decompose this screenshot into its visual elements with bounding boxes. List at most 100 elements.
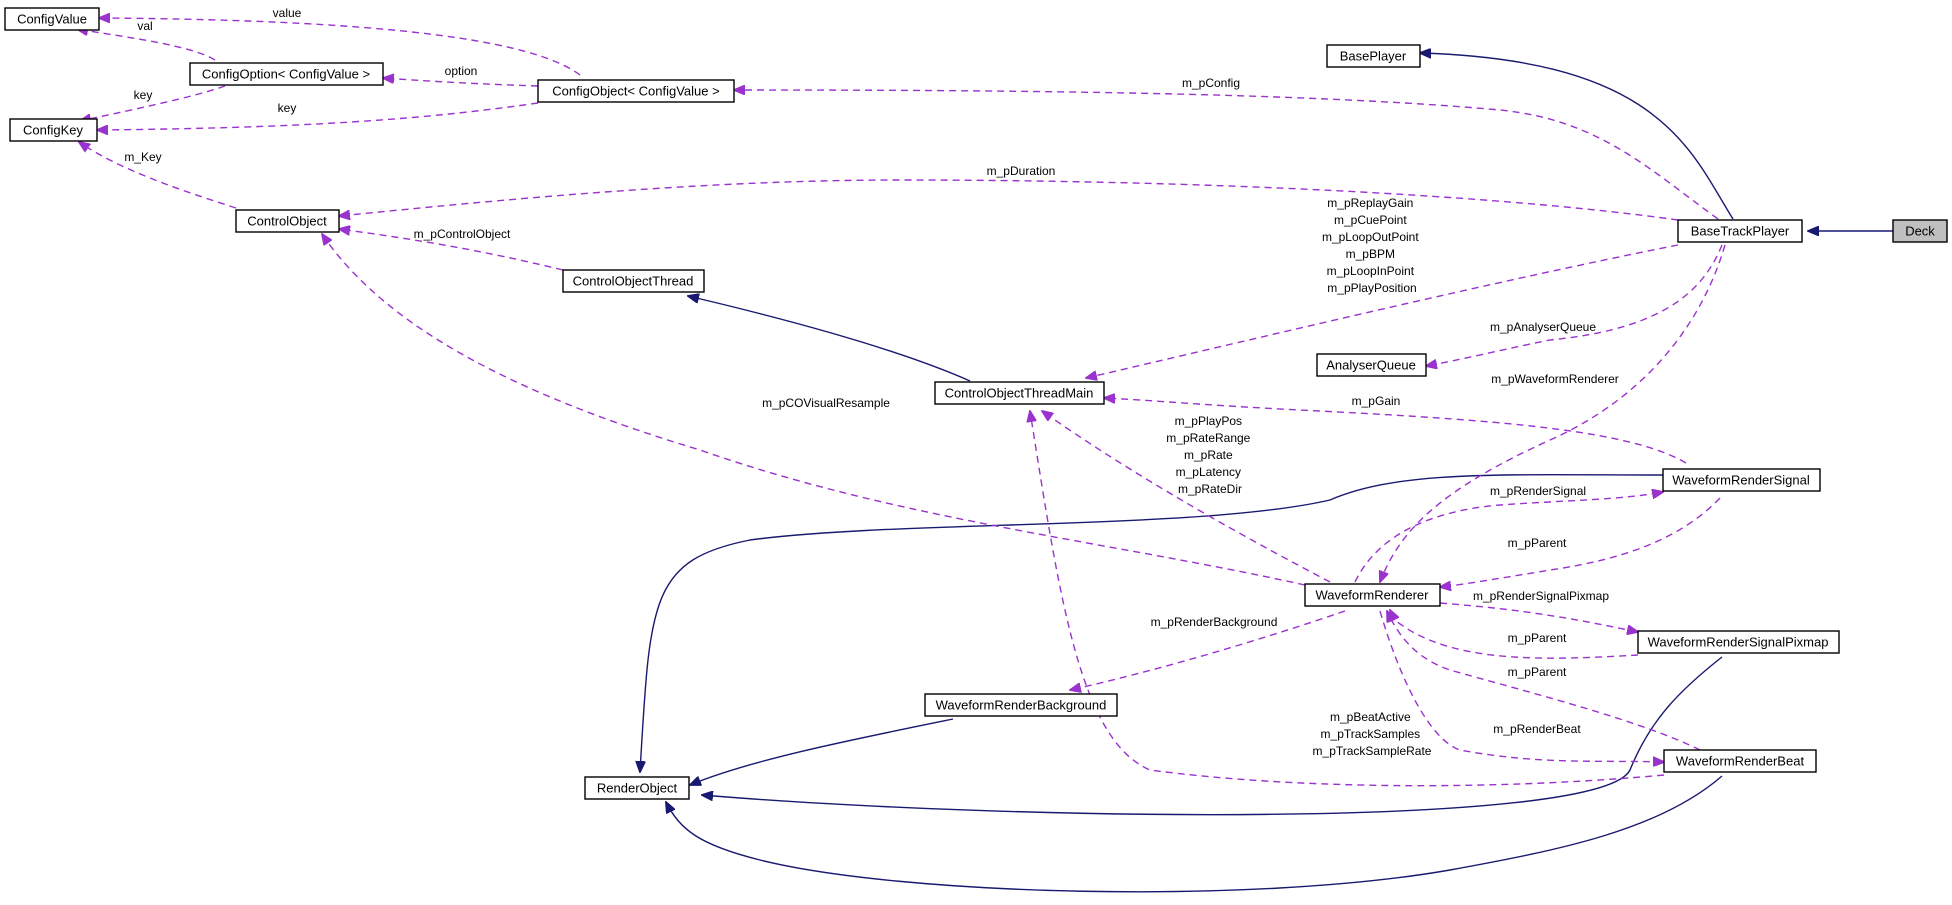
label-m-pplaypos: m_pPlayPos [1175, 414, 1242, 428]
edge-renderer-controls-cotm [1042, 411, 1331, 583]
edge-renderer-m-prendersignal [1354, 492, 1663, 583]
node-waveformrenderer-label: WaveformRenderer [1316, 588, 1430, 603]
node-configobject[interactable]: ConfigObject< ConfigValue > [537, 79, 735, 103]
node-deck-label: Deck [1905, 224, 1935, 239]
node-waveformrendersignal[interactable]: WaveformRenderSignal [1662, 468, 1821, 492]
edge-pixmap-m-pparent [1390, 610, 1639, 659]
node-renderobject-label: RenderObject [597, 781, 678, 796]
node-baseplayer-label: BasePlayer [1340, 49, 1407, 64]
edge-basetrackplayer-m-panalyserqueue [1426, 244, 1723, 366]
node-configobject-label: ConfigObject< ConfigValue > [552, 84, 719, 99]
node-waveformrenderbeat-label: WaveformRenderBeat [1676, 754, 1805, 769]
label-m-panalyserqueue: m_pAnalyserQueue [1490, 320, 1596, 334]
node-waveformrendersignalpixmap[interactable]: WaveformRenderSignalPixmap [1637, 630, 1840, 654]
edge-beat-controls-cotm [1030, 411, 1665, 787]
label-key-option: key [134, 88, 153, 102]
edge-controlobject-m-key [79, 142, 237, 209]
edge-renderer-m-pcovisualresample [322, 234, 1306, 586]
edge-basetrackplayer-controls-cotm [1086, 244, 1679, 378]
label-m-pcuepoint: m_pCuePoint [1334, 213, 1407, 227]
node-analyserqueue[interactable]: AnalyserQueue [1316, 353, 1427, 377]
node-renderobject[interactable]: RenderObject [584, 776, 690, 800]
node-waveformrendersignal-label: WaveformRenderSignal [1672, 473, 1810, 488]
label-m-pparent-signal: m_pParent [1508, 536, 1567, 550]
label-m-pparent-pixmap: m_pParent [1508, 631, 1567, 645]
node-controlobjectthreadmain[interactable]: ControlObjectThreadMain [934, 381, 1105, 405]
edge-configobject-key [97, 102, 539, 130]
label-option: option [445, 64, 478, 78]
label-m-ptracksamplerate: m_pTrackSampleRate [1313, 744, 1432, 758]
label-m-prate: m_pRate [1184, 448, 1233, 462]
node-waveformrenderbackground[interactable]: WaveformRenderBackground [924, 693, 1118, 717]
node-configvalue[interactable]: ConfigValue [4, 7, 100, 31]
label-m-pgain: m_pGain [1352, 394, 1401, 408]
node-configvalue-label: ConfigValue [17, 12, 87, 27]
edge-configoption-val [77, 29, 216, 61]
label-m-pcontrolobject: m_pControlObject [414, 227, 511, 241]
node-baseplayer[interactable]: BasePlayer [1326, 44, 1421, 68]
edge-basetrackplayer-m-pwaveformrenderer [1380, 244, 1726, 582]
node-controlobjectthread[interactable]: ControlObjectThread [562, 269, 705, 293]
label-beat-to-cotm: m_pBeatActive m_pTrackSamples m_pTrackSa… [1313, 710, 1432, 758]
node-controlobjectthreadmain-label: ControlObjectThreadMain [945, 386, 1094, 401]
node-waveformrendersignalpixmap-label: WaveformRenderSignalPixmap [1648, 635, 1829, 650]
edge-beat-inherits-renderobject [666, 775, 1723, 893]
node-configoption-label: ConfigOption< ConfigValue > [202, 67, 370, 82]
label-key-object: key [278, 101, 297, 115]
edge-renderer-m-prenderbeat [1379, 610, 1664, 762]
node-waveformrenderbackground-label: WaveformRenderBackground [936, 698, 1107, 713]
edge-configobject-option [383, 78, 539, 87]
label-basetrack-to-cotm: m_pReplayGain m_pCuePoint m_pLoopOutPoin… [1322, 196, 1422, 295]
label-m-pplayposition: m_pPlayPosition [1327, 281, 1416, 295]
edge-background-inherits-renderobject [690, 718, 954, 785]
label-m-ptracksamples: m_pTrackSamples [1321, 727, 1421, 741]
node-controlobject-label: ControlObject [247, 214, 327, 229]
label-m-pduration: m_pDuration [987, 164, 1056, 178]
label-m-key: m_Key [124, 150, 161, 164]
label-m-praterange: m_pRateRange [1166, 431, 1250, 445]
label-renderer-to-cotm: m_pPlayPos m_pRateRange m_pRate m_pLaten… [1166, 414, 1253, 496]
node-controlobject[interactable]: ControlObject [235, 209, 340, 233]
label-val: val [137, 19, 152, 33]
edge-configobject-value [99, 18, 581, 76]
label-m-pratedir: m_pRateDir [1178, 482, 1242, 496]
label-m-pparent-beat: m_pParent [1508, 665, 1567, 679]
edge-signal-inherits-renderobject [640, 473, 1664, 772]
label-m-prenderbackground: m_pRenderBackground [1151, 615, 1278, 629]
label-m-ploopinpoint: m_pLoopInPoint [1327, 264, 1415, 278]
node-waveformrenderbeat[interactable]: WaveformRenderBeat [1663, 749, 1817, 773]
edge-basetrackplayer-m-pduration [339, 179, 1679, 221]
node-waveformrenderer[interactable]: WaveformRenderer [1304, 583, 1441, 607]
edge-pixmap-inherits-renderobject [702, 656, 1723, 816]
node-configkey[interactable]: ConfigKey [9, 118, 98, 142]
edge-renderer-m-prendersignalpixmap [1439, 602, 1638, 632]
node-deck[interactable]: Deck [1892, 219, 1948, 243]
node-configkey-label: ConfigKey [23, 123, 83, 138]
label-m-prenderbeat: m_pRenderBeat [1493, 722, 1581, 736]
edge-basetrackplayer-m-pconfig [734, 90, 1719, 220]
edge-beat-m-pparent [1387, 611, 1701, 751]
label-m-ploopoutpoint: m_pLoopOutPoint [1322, 230, 1419, 244]
label-m-pcovisualresample: m_pCOVisualResample [762, 396, 890, 410]
label-m-preplaygain: m_pReplayGain [1327, 196, 1413, 210]
label-m-prendersignal: m_pRenderSignal [1490, 484, 1586, 498]
label-m-prendersignalpixmap: m_pRenderSignalPixmap [1473, 589, 1609, 603]
edge-cot-m-pcontrolobject [339, 229, 564, 271]
edge-basetrackplayer-inherits-baseplayer [1420, 53, 1734, 220]
node-basetrackplayer[interactable]: BaseTrackPlayer [1677, 219, 1803, 243]
node-analyserqueue-label: AnalyserQueue [1326, 358, 1416, 373]
node-basetrackplayer-label: BaseTrackPlayer [1691, 224, 1790, 239]
label-m-pconfig: m_pConfig [1182, 76, 1240, 90]
edge-configoption-key [80, 85, 226, 121]
label-m-pwaveformrenderer: m_pWaveformRenderer [1491, 372, 1619, 386]
node-configoption[interactable]: ConfigOption< ConfigValue > [189, 62, 384, 86]
label-m-pbpm: m_pBPM [1346, 247, 1395, 261]
edge-cotm-inherits-controlobjectthread [688, 296, 971, 382]
label-value: value [273, 6, 302, 20]
label-m-pbeatactive: m_pBeatActive [1330, 710, 1411, 724]
edge-signal-m-pparent [1440, 497, 1721, 587]
edge-signal-m-pgain [1104, 398, 1687, 464]
label-m-platency: m_pLatency [1176, 465, 1241, 479]
node-controlobjectthread-label: ControlObjectThread [573, 274, 694, 289]
